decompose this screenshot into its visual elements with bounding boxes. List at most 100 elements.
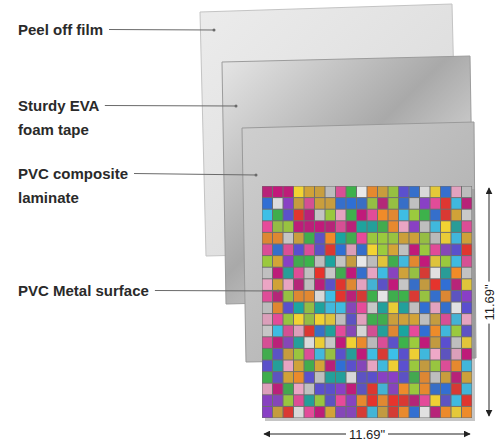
- mosaic-chip: [431, 349, 441, 360]
- mosaic-chip: [284, 221, 294, 232]
- mosaic-chip: [347, 407, 357, 418]
- mosaic-chip: [368, 268, 378, 279]
- mosaic-chip: [452, 279, 462, 290]
- mosaic-chip: [441, 279, 451, 290]
- mosaic-chip: [420, 291, 430, 302]
- mosaic-chip: [452, 268, 462, 279]
- mosaic-chip: [347, 303, 357, 314]
- mosaic-chip: [431, 187, 441, 198]
- mosaic-chip: [420, 384, 430, 395]
- mosaic-chip: [294, 361, 304, 372]
- tile-shadow: [265, 189, 475, 421]
- mosaic-chip: [462, 395, 472, 406]
- mosaic-chip: [441, 326, 451, 337]
- mosaic-chip: [462, 268, 472, 279]
- mosaic-chip: [462, 198, 472, 209]
- part-label: Peel off film: [18, 18, 103, 42]
- mosaic-chip: [326, 291, 336, 302]
- mosaic-chip: [441, 233, 451, 244]
- mosaic-chip: [431, 198, 441, 209]
- mosaic-chip: [284, 268, 294, 279]
- mosaic-chip: [263, 291, 273, 302]
- mosaic-chip: [452, 384, 462, 395]
- mosaic-chip: [462, 291, 472, 302]
- mosaic-chip: [326, 314, 336, 325]
- mosaic-chip: [284, 337, 294, 348]
- leader-line: [105, 105, 236, 107]
- mosaic-chip: [441, 372, 451, 383]
- leader-line: [134, 174, 256, 176]
- mosaic-chip: [452, 326, 462, 337]
- mosaic-chip: [368, 372, 378, 383]
- mosaic-chip: [305, 303, 315, 314]
- mosaic-chip: [368, 279, 378, 290]
- mosaic-chip: [431, 256, 441, 267]
- mosaic-chip: [263, 303, 273, 314]
- mosaic-chip: [326, 198, 336, 209]
- mosaic-chip: [284, 407, 294, 418]
- mosaic-chip: [420, 314, 430, 325]
- mosaic-chip: [431, 337, 441, 348]
- mosaic-chip: [326, 326, 336, 337]
- mosaic-chip: [315, 314, 325, 325]
- mosaic-chip: [410, 210, 420, 221]
- mosaic-chip: [410, 187, 420, 198]
- mosaic-chip: [452, 349, 462, 360]
- mosaic-chip: [368, 361, 378, 372]
- mosaic-chip: [263, 256, 273, 267]
- mosaic-chip: [336, 314, 346, 325]
- mosaic-chip: [410, 384, 420, 395]
- mosaic-chip: [273, 233, 283, 244]
- mosaic-chip: [462, 245, 472, 256]
- mosaic-chip: [399, 384, 409, 395]
- mosaic-chip: [389, 187, 399, 198]
- mosaic-chip: [389, 303, 399, 314]
- mosaic-chip: [368, 233, 378, 244]
- mosaic-chip: [294, 256, 304, 267]
- mosaic-chip: [399, 326, 409, 337]
- mosaic-chip: [273, 303, 283, 314]
- mosaic-chip: [326, 407, 336, 418]
- mosaic-chip: [378, 395, 388, 406]
- mosaic-chip: [378, 337, 388, 348]
- mosaic-chip: [389, 326, 399, 337]
- mosaic-chip: [462, 372, 472, 383]
- mosaic-chip: [336, 303, 346, 314]
- mosaic-chip: [305, 221, 315, 232]
- mosaic-chip: [336, 291, 346, 302]
- mosaic-chip: [305, 198, 315, 209]
- mosaic-chip: [315, 256, 325, 267]
- mosaic-chip: [452, 187, 462, 198]
- mosaic-chip: [420, 221, 430, 232]
- mosaic-chip: [389, 198, 399, 209]
- mosaic-chip: [357, 245, 367, 256]
- mosaic-chip: [420, 268, 430, 279]
- mosaic-chip: [368, 395, 378, 406]
- mosaic-chip: [357, 314, 367, 325]
- mosaic-chip: [431, 221, 441, 232]
- mosaic-chip: [462, 221, 472, 232]
- part-label: Sturdy EVA foam tape: [18, 94, 118, 142]
- mosaic-chip: [336, 279, 346, 290]
- mosaic-chip: [326, 337, 336, 348]
- mosaic-chip: [284, 245, 294, 256]
- mosaic-chip: [441, 303, 451, 314]
- mosaic-chip: [273, 187, 283, 198]
- mosaic-chip: [410, 349, 420, 360]
- mosaic-chip: [368, 221, 378, 232]
- mosaic-chip: [336, 187, 346, 198]
- mosaic-chip: [315, 407, 325, 418]
- mosaic-chip: [336, 245, 346, 256]
- mosaic-chip: [410, 337, 420, 348]
- mosaic-chip: [378, 256, 388, 267]
- mosaic-chip: [284, 372, 294, 383]
- dimension-label: 11.69": [346, 427, 388, 442]
- mosaic-chip: [420, 187, 430, 198]
- mosaic-chip: [284, 279, 294, 290]
- mosaic-chip: [326, 349, 336, 360]
- mosaic-chip: [315, 221, 325, 232]
- mosaic-chip: [378, 187, 388, 198]
- mosaic-chip: [315, 187, 325, 198]
- mosaic-chip: [410, 291, 420, 302]
